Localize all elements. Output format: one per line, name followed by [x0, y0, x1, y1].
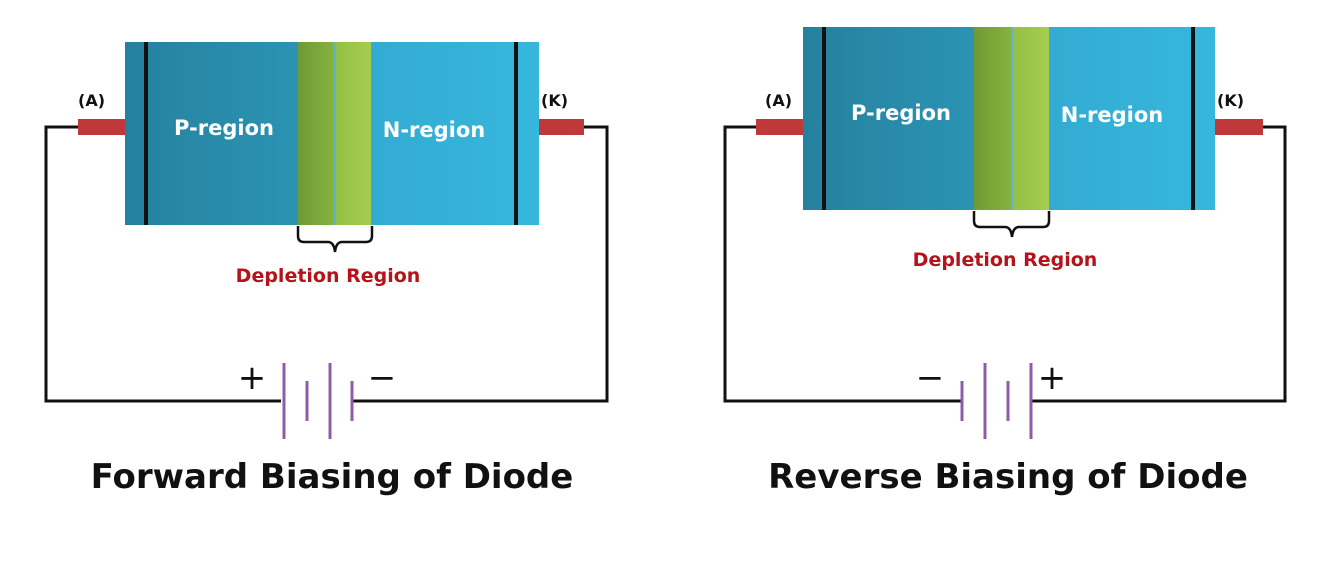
forward-wire-left — [44, 125, 281, 403]
reverse-n-region — [1049, 27, 1215, 210]
reverse-p-region-label: P-region — [851, 101, 951, 125]
reverse-depletion-brace — [972, 211, 1051, 238]
reverse-anode-terminal — [756, 119, 803, 135]
reverse-battery — [960, 363, 1033, 439]
reverse-depletion-p-side — [974, 27, 1011, 210]
forward-n-region-label: N-region — [383, 118, 486, 142]
forward-depletion-p-side — [298, 42, 334, 225]
forward-battery-left-sign: + — [238, 358, 267, 398]
forward-anode-terminal — [78, 119, 126, 135]
reverse-battery-right-sign: + — [1038, 358, 1067, 398]
reverse-cathode-terminal — [1215, 119, 1263, 135]
forward-wire-right — [352, 125, 609, 403]
reverse-n-region-label: N-region — [1061, 103, 1164, 127]
forward-battery-right-sign: − — [368, 358, 397, 398]
reverse-depletion-label: Depletion Region — [913, 249, 1098, 271]
reverse-caption: Reverse Biasing of Diode — [768, 457, 1248, 497]
reverse-wire-right — [1031, 125, 1287, 403]
reverse-depletion-n-side — [1013, 27, 1049, 210]
forward-anode-label: (A) — [78, 91, 105, 110]
reverse-bias-diagram: (A) (K) P-region N-region Depletion Regi… — [723, 27, 1287, 497]
forward-p-region-label: P-region — [174, 116, 274, 140]
reverse-battery-left-sign: − — [916, 358, 945, 398]
forward-caption: Forward Biasing of Diode — [91, 457, 574, 497]
reverse-cathode-label: (K) — [1217, 91, 1244, 110]
forward-bias-diagram: (A) (K) P-region N-region Depletion Regi… — [44, 42, 609, 497]
reverse-p-region — [803, 27, 974, 210]
reverse-anode-label: (A) — [765, 91, 792, 110]
forward-battery — [282, 363, 354, 439]
forward-cathode-terminal — [539, 119, 584, 135]
forward-depletion-n-side — [336, 42, 371, 225]
forward-depletion-brace — [296, 226, 374, 253]
forward-cathode-label: (K) — [541, 91, 568, 110]
forward-depletion-label: Depletion Region — [236, 265, 421, 287]
forward-n-region — [371, 42, 539, 225]
forward-p-region — [125, 42, 298, 225]
reverse-wire-left — [723, 125, 962, 403]
